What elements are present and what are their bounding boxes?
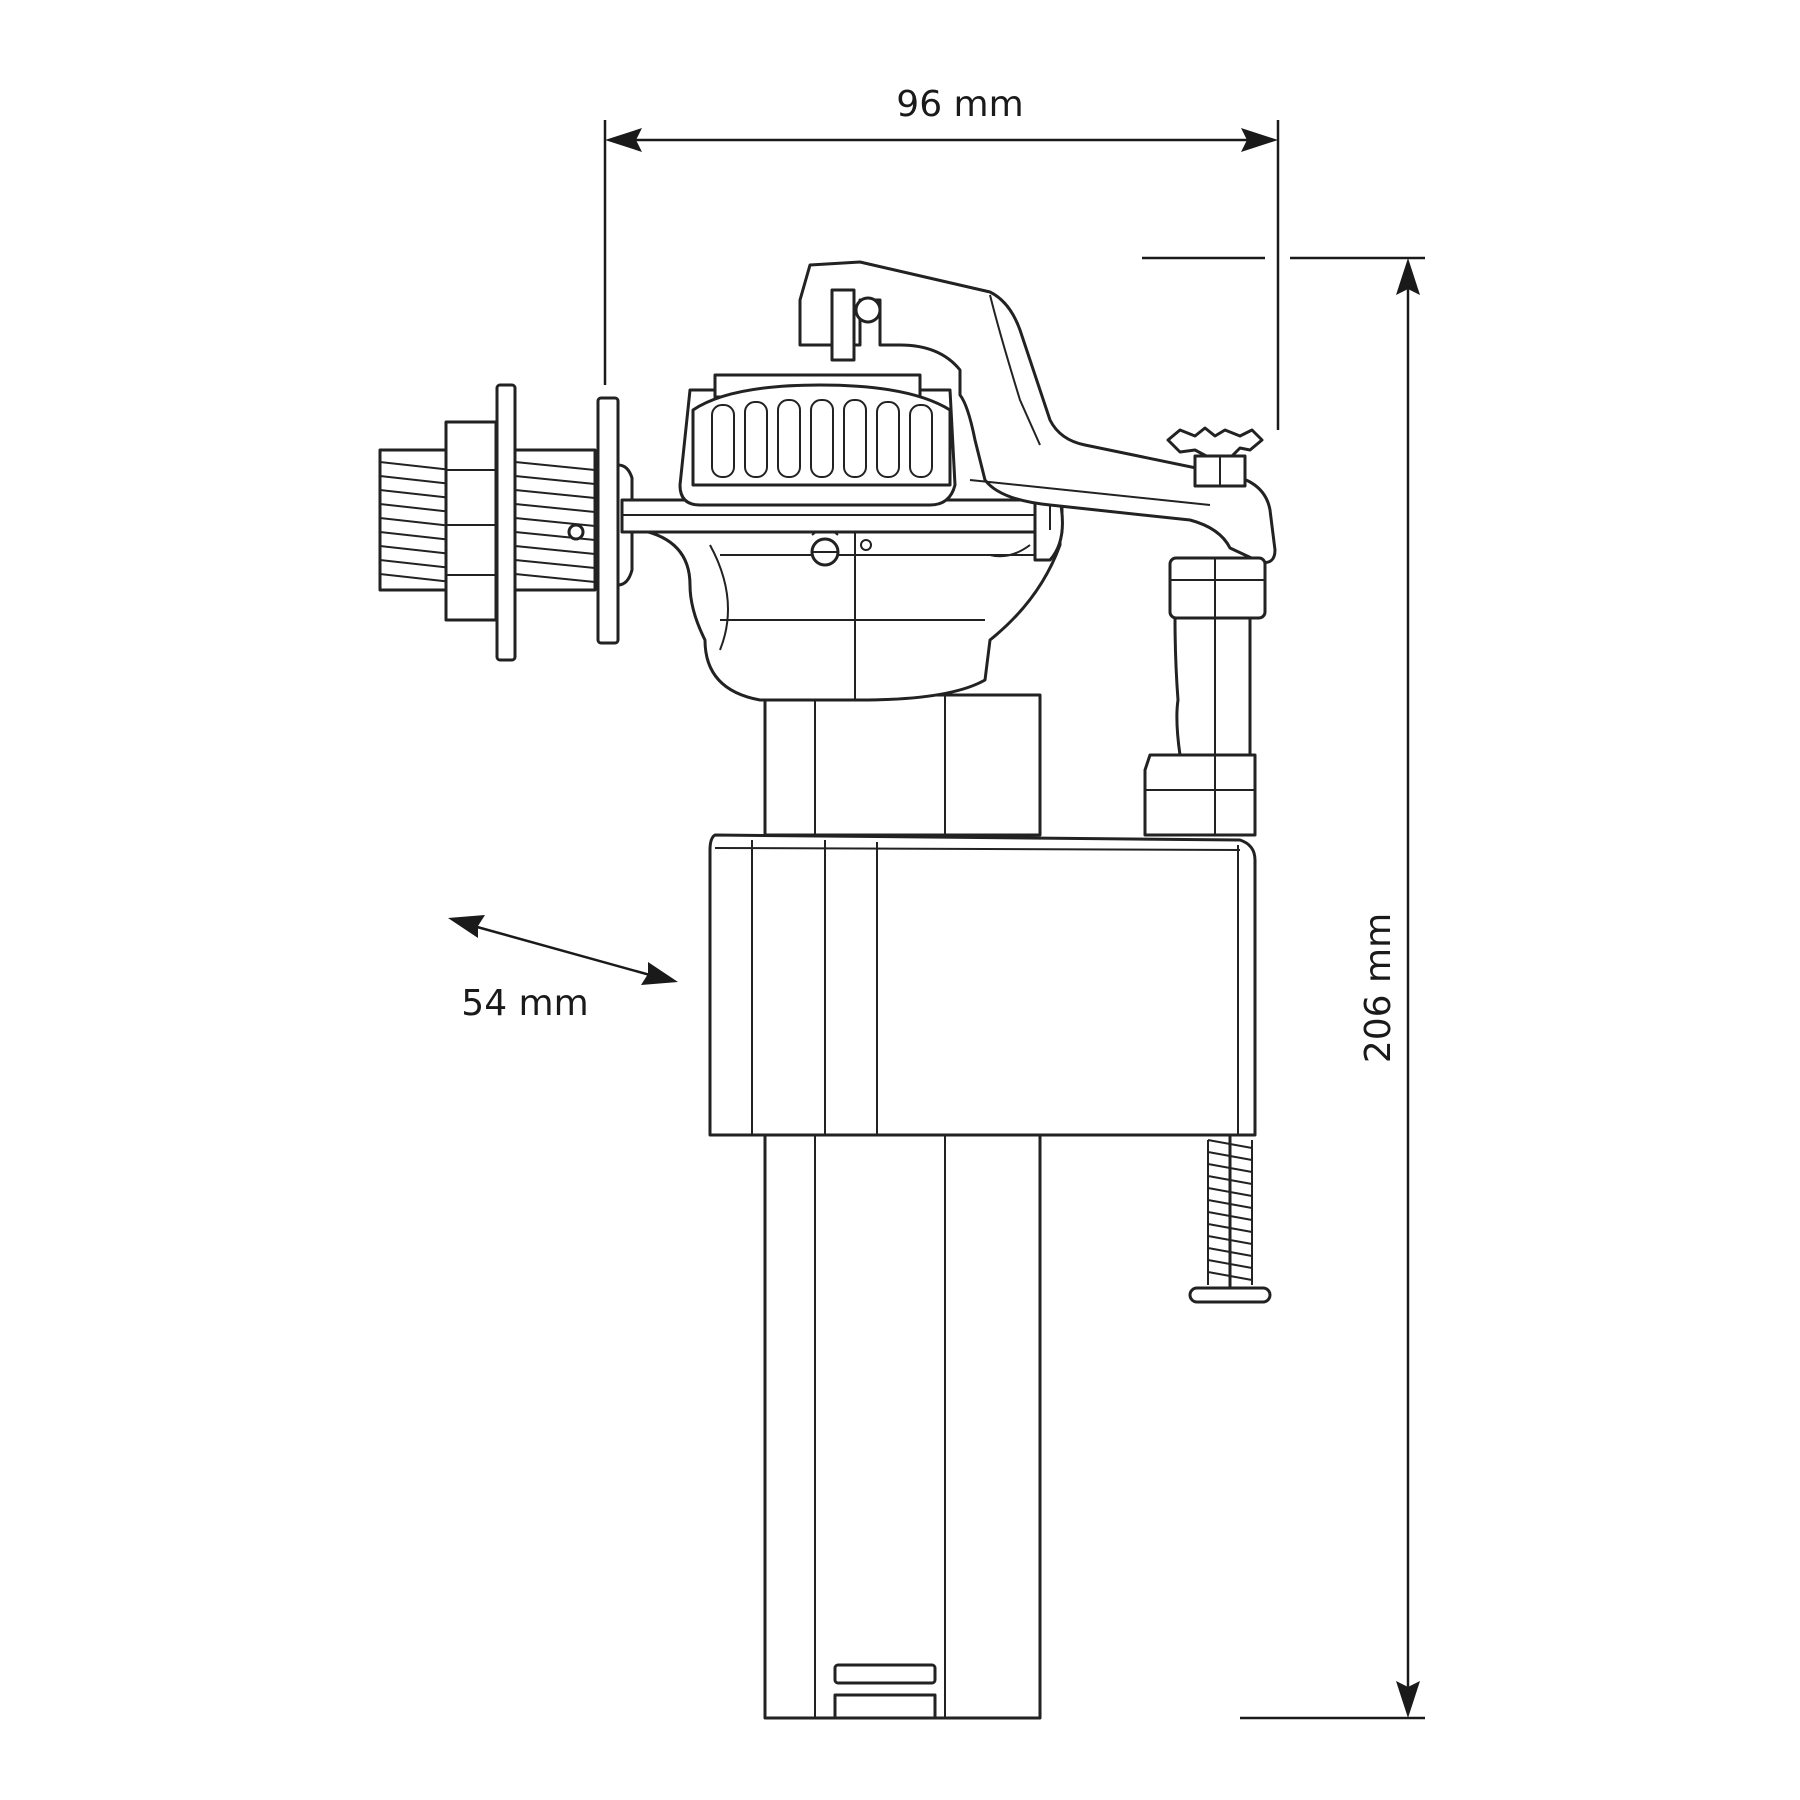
width-dimension: 96 mm	[603, 84, 1280, 430]
lower-tube-body	[763, 1133, 1042, 1720]
washer-outer	[495, 383, 517, 662]
threaded-inlet-shank	[378, 383, 634, 662]
wing-nut	[1166, 426, 1264, 488]
valve-body	[620, 498, 1064, 702]
lever-post	[830, 288, 856, 362]
cap-crown	[691, 383, 952, 487]
float-cup-body	[708, 833, 1257, 1137]
cap-ribs	[711, 399, 933, 478]
height-label: 206 mm	[1358, 913, 1399, 1063]
rod-guide	[1143, 753, 1257, 837]
lower-tube	[763, 1133, 1042, 1720]
height-dimension: 206 mm	[1142, 256, 1425, 1720]
arrow-down-icon	[1396, 1681, 1420, 1718]
lever-body	[798, 260, 1277, 564]
lever-pivot	[854, 296, 882, 324]
spring-coils	[1207, 1139, 1253, 1281]
depth-label: 54 mm	[461, 983, 588, 1024]
float-cup	[708, 833, 1257, 1137]
valve-housing	[626, 508, 1062, 702]
depth-dimension: 54 mm	[448, 915, 678, 1024]
inner-thread-ridges	[514, 461, 596, 583]
spring-foot	[1188, 1286, 1272, 1304]
upper-tube-body	[763, 693, 1042, 837]
filter-cap	[678, 373, 957, 507]
width-label: 96 mm	[896, 84, 1023, 125]
shank-pin	[567, 523, 585, 541]
wing-nut-head	[1166, 426, 1264, 460]
arrow-back-icon	[448, 915, 485, 938]
rod-coupling	[1168, 556, 1267, 620]
depth-dimension-line	[469, 923, 651, 977]
hex-nut	[444, 420, 498, 622]
tube-slot-upper	[833, 1663, 937, 1685]
tube-slot-lower	[833, 1693, 937, 1720]
arrow-front-icon	[641, 962, 678, 985]
arrow-right-icon	[1241, 128, 1278, 152]
spring-adjuster	[1188, 1135, 1272, 1304]
upper-tube	[763, 693, 1042, 837]
washer-inner	[596, 396, 620, 645]
lever-arm	[798, 260, 1277, 564]
arrow-up-icon	[1396, 258, 1420, 295]
float-rod	[1173, 616, 1252, 757]
arrow-left-icon	[605, 128, 642, 152]
float-rod-assembly	[1143, 556, 1267, 837]
outer-thread-ridges	[379, 461, 453, 583]
